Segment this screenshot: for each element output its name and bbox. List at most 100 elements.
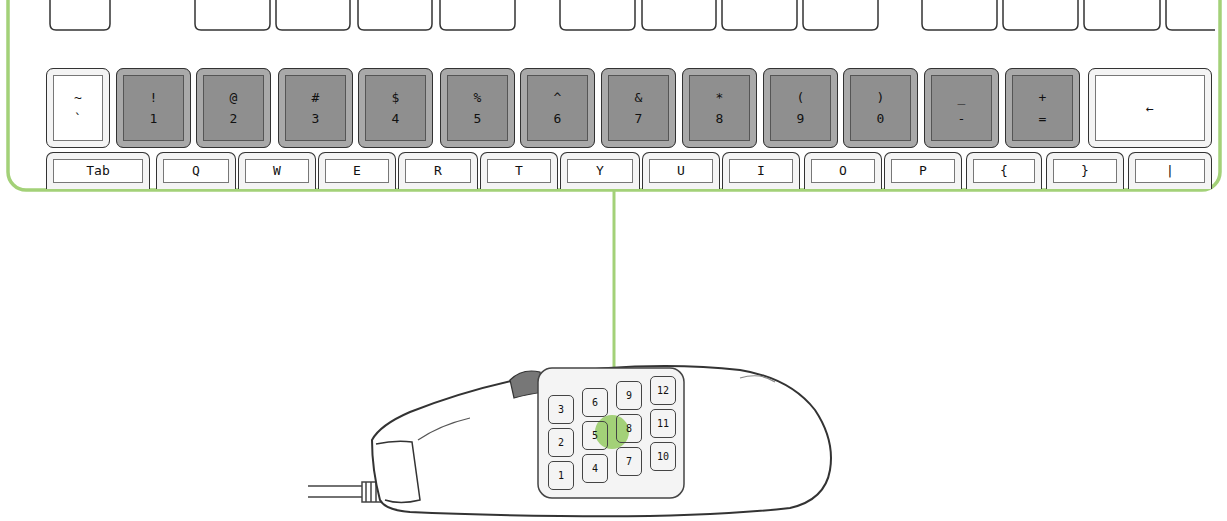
button-number: 2 xyxy=(558,437,564,448)
mouse-button-seam xyxy=(418,418,470,440)
key-legend: { xyxy=(1000,163,1008,178)
key-legend: T xyxy=(515,163,523,178)
key: { xyxy=(966,152,1042,189)
button-number: 9 xyxy=(626,390,632,401)
highlighted-key: (9 xyxy=(763,68,838,148)
highlighted-key: @2 xyxy=(196,68,271,148)
key-legend: } xyxy=(1081,163,1089,178)
key-legend: Q xyxy=(192,163,200,178)
key: T xyxy=(480,152,558,189)
key: W xyxy=(238,152,316,189)
highlighted-key: $4 xyxy=(358,68,433,148)
button-number: 7 xyxy=(626,456,632,467)
key-legend: Y xyxy=(596,163,604,178)
key-legend: E xyxy=(353,163,361,178)
side-button: 12 xyxy=(650,376,676,405)
highlighted-key: )0 xyxy=(843,68,918,148)
key-legend: ← xyxy=(1146,101,1154,116)
side-button-panel xyxy=(538,368,684,498)
key-legend: 0 xyxy=(877,111,885,126)
key-legend: _ xyxy=(958,90,966,105)
key-legend: ^ xyxy=(554,90,562,105)
key-legend: ` xyxy=(74,111,82,126)
key-legend: Tab xyxy=(86,163,109,178)
key-legend: * xyxy=(716,90,724,105)
top-key-row xyxy=(50,0,1215,30)
key-legend: - xyxy=(958,111,966,126)
key-legend: W xyxy=(273,163,281,178)
button-number: 4 xyxy=(592,463,598,474)
key-legend: # xyxy=(312,90,320,105)
tab-key: Tab xyxy=(46,152,150,189)
mouse-front xyxy=(376,441,420,502)
side-button: 10 xyxy=(650,442,676,471)
side-button: 8 xyxy=(616,414,642,443)
highlighted-key: #3 xyxy=(278,68,353,148)
key-legend: 4 xyxy=(392,111,400,126)
side-button: 1 xyxy=(548,461,574,490)
key-legend: I xyxy=(757,163,765,178)
key-legend: 2 xyxy=(230,111,238,126)
key-legend: @ xyxy=(230,90,238,105)
key-legend: $ xyxy=(392,90,400,105)
highlighted-key: _- xyxy=(924,68,999,148)
highlighted-key: &7 xyxy=(601,68,676,148)
key: Q xyxy=(156,152,236,189)
button-number: 3 xyxy=(558,404,564,415)
key: I xyxy=(722,152,800,189)
side-button: 2 xyxy=(548,428,574,457)
button-number: 6 xyxy=(592,397,598,408)
key: } xyxy=(1046,152,1124,189)
button-number: 10 xyxy=(657,451,669,462)
side-button: 4 xyxy=(582,454,608,483)
highlighted-key: ^6 xyxy=(520,68,595,148)
key-legend: 1 xyxy=(150,111,158,126)
key-legend: = xyxy=(1039,111,1047,126)
key-legend: 9 xyxy=(797,111,805,126)
button-number: 8 xyxy=(626,423,632,434)
button-number: 11 xyxy=(657,418,669,429)
side-button: 7 xyxy=(616,447,642,476)
key: R xyxy=(398,152,478,189)
key: ~` xyxy=(46,68,110,148)
key-legend: 8 xyxy=(716,111,724,126)
key: P xyxy=(884,152,962,189)
key: U xyxy=(642,152,720,189)
highlighted-key: !1 xyxy=(116,68,191,148)
key-legend: 5 xyxy=(474,111,482,126)
key: O xyxy=(804,152,882,189)
key: Y xyxy=(560,152,640,189)
key-legend: & xyxy=(635,90,643,105)
key-legend: O xyxy=(839,163,847,178)
mouse-cable xyxy=(308,482,382,502)
side-button: 3 xyxy=(548,395,574,424)
key-legend: U xyxy=(677,163,685,178)
key-legend: ( xyxy=(797,90,805,105)
key-legend: R xyxy=(434,163,442,178)
key-legend: 3 xyxy=(312,111,320,126)
button-number: 1 xyxy=(558,470,564,481)
key-legend: ) xyxy=(877,90,885,105)
highlighted-key: %5 xyxy=(440,68,515,148)
key-legend: % xyxy=(474,90,482,105)
side-button: 11 xyxy=(650,409,676,438)
key-legend: ! xyxy=(150,90,158,105)
mouse-body xyxy=(372,366,831,516)
key-legend: 7 xyxy=(635,111,643,126)
button-number: 5 xyxy=(592,430,598,441)
key: E xyxy=(318,152,396,189)
key-legend: 6 xyxy=(554,111,562,126)
key-legend: P xyxy=(919,163,927,178)
key-legend: ~ xyxy=(74,90,82,105)
side-button: 5 xyxy=(582,421,608,450)
key-legend: | xyxy=(1166,163,1174,178)
highlighted-key: += xyxy=(1005,68,1080,148)
backspace-key: ← xyxy=(1088,68,1212,148)
key-legend: + xyxy=(1039,90,1047,105)
key: | xyxy=(1128,152,1212,189)
side-button: 9 xyxy=(616,381,642,410)
logo-mark xyxy=(740,376,775,382)
button-number: 12 xyxy=(657,385,669,396)
side-button: 6 xyxy=(582,388,608,417)
highlighted-key: *8 xyxy=(682,68,757,148)
